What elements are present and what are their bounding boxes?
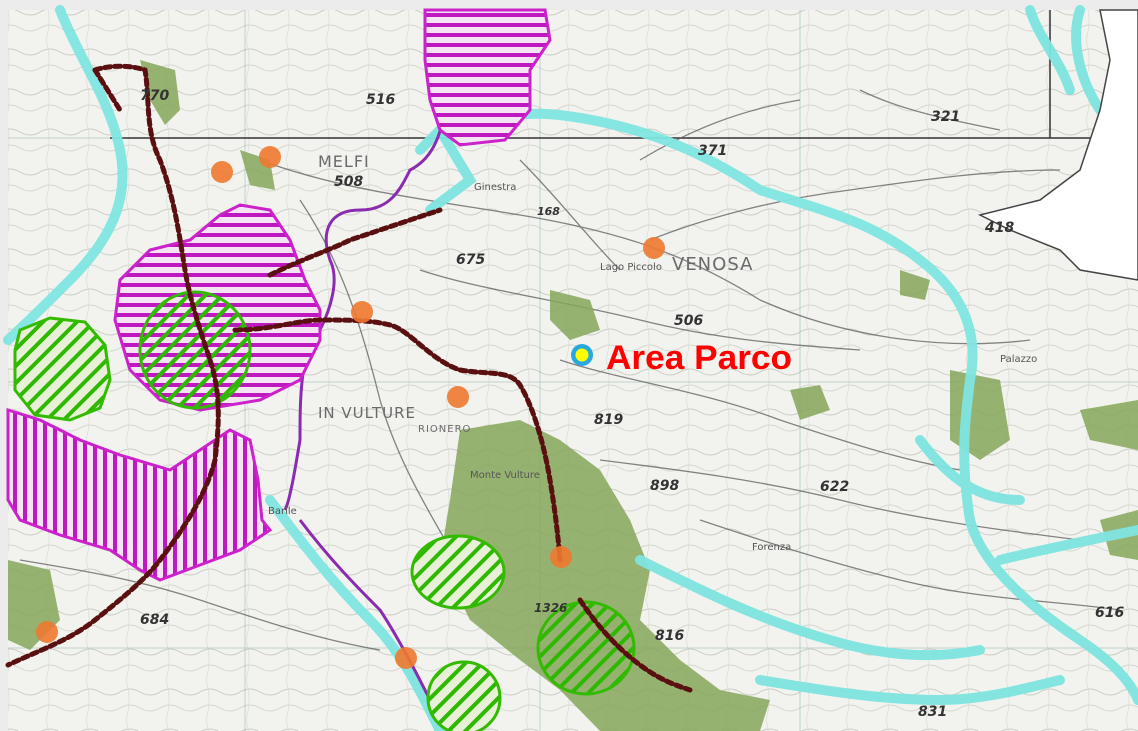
elevation-label: 616: [1095, 605, 1124, 621]
elevation-label: 831: [918, 704, 947, 720]
place-label: Monte Vulture: [470, 470, 540, 481]
place-labels: Forenza Palazzo Ginestra Barile Monte Vu…: [268, 182, 1037, 553]
rivers: [3, 5, 1138, 731]
elevation-label: 819: [594, 412, 623, 428]
elevation-label: 684: [140, 612, 169, 628]
elevation-labels: 516 371 321 418 508 168 675 506 819 898 …: [140, 88, 1124, 720]
poi-markers: [36, 146, 665, 669]
elevation-label: 622: [820, 479, 849, 495]
map-boundary-region: [977, 9, 1138, 281]
area-parco-label: Area Parco: [606, 339, 792, 377]
elevation-label: 516: [366, 92, 395, 108]
elevation-label: 898: [650, 478, 679, 494]
place-label: Lago Piccolo: [600, 262, 662, 273]
place-label: Palazzo: [1000, 354, 1037, 365]
town-labels: MELFI VENOSA RIONERO IN VULTURE: [318, 152, 753, 435]
elevation-label: 371: [698, 143, 727, 159]
elevation-label: 506: [674, 313, 703, 329]
park-boundary-lines: [5, 63, 693, 693]
town-label: RIONERO: [418, 424, 471, 435]
elevation-label: 418: [984, 220, 1014, 236]
elevation-label: 675: [456, 252, 485, 268]
place-label: Ginestra: [474, 182, 516, 193]
town-label: IN VULTURE: [318, 404, 416, 422]
purple-boundaries: [283, 109, 447, 701]
elevation-label: 770: [140, 88, 169, 104]
marker-dot-icon: [575, 348, 589, 362]
elevation-label: 508: [334, 174, 363, 190]
town-label: VENOSA: [672, 254, 753, 275]
area-parco-marker[interactable]: Area Parco: [571, 339, 792, 377]
elevation-label: 816: [655, 628, 684, 644]
elevation-label: 1326: [534, 601, 567, 615]
forest-hatched-areas: [13, 290, 636, 731]
place-label: Forenza: [752, 542, 791, 553]
town-label: MELFI: [318, 152, 370, 171]
forest-areas: [8, 60, 1138, 731]
elevation-label: 168: [537, 205, 560, 218]
elevation-label: 321: [931, 109, 960, 125]
place-label: Barile: [268, 506, 297, 517]
